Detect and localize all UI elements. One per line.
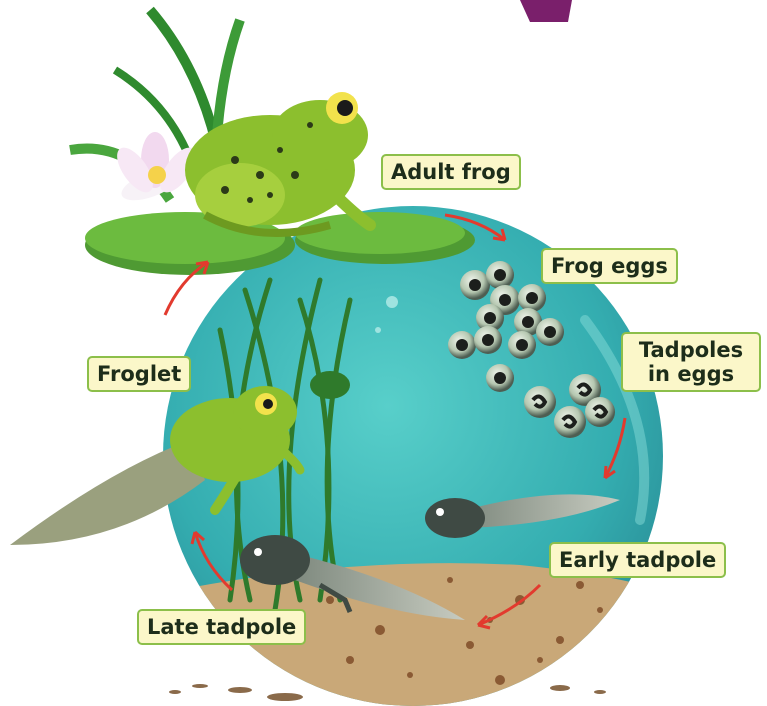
label-early-tadpole: Early tadpole <box>549 542 726 578</box>
label-late-tadpole: Late tadpole <box>137 609 306 645</box>
label-adult-frog: Adult frog <box>381 154 521 190</box>
label-frog-eggs: Frog eggs <box>541 248 678 284</box>
label-froglet: Froglet <box>87 356 191 392</box>
label-tadpoles-in-eggs-line1: Tadpoles <box>631 338 751 362</box>
label-tadpoles-in-eggs-line2: in eggs <box>631 362 751 386</box>
adult-frog <box>185 92 370 233</box>
label-tadpoles-in-eggs: Tadpoles in eggs <box>621 332 761 392</box>
title-fragment <box>520 0 572 22</box>
